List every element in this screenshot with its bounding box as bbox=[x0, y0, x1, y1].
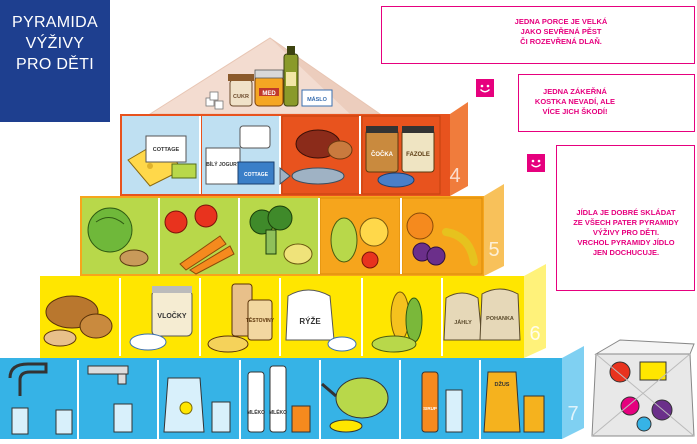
title-line-1: PYRAMIDA bbox=[12, 14, 98, 31]
callout-chocolate-text: JEDNA ZÁKEŘNÁ KOSTKA NEVADÍ, ALE VÍCE JI… bbox=[525, 87, 625, 117]
oranges-grapes-icon bbox=[406, 212, 478, 266]
cabbage-icon bbox=[87, 207, 149, 267]
pears-apples-icon bbox=[330, 217, 389, 269]
tier-4: 4 COTTAGE BÍLÝ JOGURT COTTAGE bbox=[120, 102, 468, 196]
millet-label: JÁHLY bbox=[454, 319, 472, 326]
lentils-label: ČOČKA bbox=[371, 151, 394, 158]
callout-3-line-3: VÝŽIVY PRO DĚTI. bbox=[592, 228, 660, 237]
faucet-icon bbox=[8, 362, 73, 435]
callout-2-line-2: KOSTKA NEVADÍ, ALE bbox=[534, 97, 616, 106]
callout-chocolate: JEDNA ZÁKEŘNÁ KOSTKA NEVADÍ, ALE VÍCE JI… bbox=[518, 74, 695, 132]
junk-food-box-icon bbox=[591, 339, 695, 437]
callout-combine-meals-text: JÍDLA JE DOBRÉ SKLÁDAT ZE VŠECH PATER PY… bbox=[561, 208, 691, 258]
callout-portion-size: JEDNA PORCE JE VELKÁ JAKO SEVŘENÁ PĚST Č… bbox=[381, 6, 695, 64]
sugar-jar-icon: CUKR bbox=[228, 74, 254, 107]
callout-portion-size-text: JEDNA PORCE JE VELKÁ JAKO SEVŘENÁ PĚST Č… bbox=[502, 17, 620, 47]
butter-label: MÁSLO bbox=[307, 96, 328, 103]
rice-sack-icon: RÝŽE bbox=[285, 289, 357, 352]
milk-label-2: MLÉKO bbox=[269, 408, 287, 416]
oil-bottle-icon bbox=[283, 46, 299, 107]
milk-label-1: MLÉKO bbox=[247, 408, 265, 416]
pasta-jar-icon: TĚSTOVINY bbox=[207, 283, 275, 353]
title-line-2: VÝŽIVY bbox=[25, 35, 85, 52]
callout-1-line-2: JAKO SEVŘENÁ PĚST bbox=[520, 27, 602, 36]
millet-buckwheat-sacks-icon: JÁHLY POHANKA bbox=[443, 288, 521, 341]
tier-4-number: 4 bbox=[449, 165, 460, 187]
callout-2-line-3: VÍCE JICH ŠKODÍ! bbox=[542, 107, 608, 116]
title-line-3: PRO DĚTI bbox=[16, 56, 94, 73]
juice-pitcher-icon: DŽUS bbox=[483, 371, 545, 433]
syrup-bottle-icon: SIRUP bbox=[421, 371, 463, 433]
carrots-tomatoes-icon bbox=[164, 204, 235, 275]
callout-3-line-2: ZE VŠECH PATER PYRAMIDY bbox=[573, 218, 679, 227]
callout-1-line-1: JEDNA PORCE JE VELKÁ bbox=[514, 17, 608, 26]
corn-grains-icon bbox=[371, 291, 423, 353]
smiley-face-icon bbox=[476, 79, 494, 97]
tier-7-number: 7 bbox=[567, 403, 578, 425]
callout-2-line-1: JEDNA ZÁKEŘNÁ bbox=[543, 87, 607, 96]
callout-3-line-4: VRCHOL PYRAMIDY JÍDLO bbox=[577, 238, 675, 247]
buckwheat-label: POHANKA bbox=[486, 316, 514, 322]
meat-fish-icon bbox=[279, 129, 353, 186]
oats-label: VLOČKY bbox=[157, 311, 187, 320]
broccoli-icon bbox=[249, 205, 313, 265]
cottage-label-2: COTTAGE bbox=[244, 172, 269, 178]
cottage-label-1: COTTAGE bbox=[153, 147, 180, 153]
callout-combine-meals: JÍDLA JE DOBRÉ SKLÁDAT ZE VŠECH PATER PY… bbox=[556, 145, 695, 291]
yogurt-label: BÍLÝ JOGURT bbox=[206, 160, 240, 168]
bread-loaf-icon bbox=[43, 295, 113, 347]
tier-6: 6 VLOČKY TĚSTOVINY RÝŽE bbox=[40, 264, 546, 358]
tier-5-number: 5 bbox=[488, 239, 499, 261]
syrup-label: SIRUP bbox=[423, 406, 437, 411]
callout-3-line-1: JÍDLA JE DOBRÉ SKLÁDAT bbox=[576, 208, 676, 217]
honey-jar-icon: MED bbox=[254, 69, 284, 107]
oats-jar-icon: VLOČKY bbox=[129, 286, 193, 351]
sugar-label: CUKR bbox=[233, 94, 249, 100]
tier-6-number: 6 bbox=[529, 323, 540, 345]
butter-icon: MÁSLO bbox=[301, 89, 333, 107]
tap-icon bbox=[87, 365, 133, 433]
beans-label: FAZOLE bbox=[406, 152, 430, 158]
tier-7: 7 MLÉKO MLÉKO bbox=[0, 346, 584, 439]
callout-3-line-5: JEN DOCHUCUJE. bbox=[592, 248, 660, 257]
yogurt-icon: BÍLÝ JOGURT COTTAGE bbox=[205, 125, 275, 185]
juice-label: DŽUS bbox=[495, 380, 510, 388]
smiley-face-icon bbox=[527, 154, 545, 172]
callout-1-line-3: ČI ROZEVŘENÁ DLAŇ. bbox=[520, 37, 602, 46]
rice-label: RÝŽE bbox=[299, 317, 321, 326]
tier-top: MED CUKR MÁSLO bbox=[148, 37, 382, 115]
teapot-icon bbox=[321, 377, 389, 433]
honey-label: MED bbox=[262, 91, 276, 97]
cheese-icon: COTTAGE bbox=[127, 135, 197, 187]
pasta-label: TĚSTOVINY bbox=[246, 316, 275, 324]
sugar-cubes-icon bbox=[205, 91, 224, 110]
milk-bottles-icon: MLÉKO MLÉKO bbox=[247, 365, 311, 433]
lemon-water-pitcher-icon bbox=[163, 377, 231, 433]
legumes-jars-icon: ČOČKA FAZOLE bbox=[365, 126, 435, 188]
pyramid-title: PYRAMIDA VÝŽIVY PRO DĚTI bbox=[0, 0, 110, 122]
tier-5: 5 bbox=[80, 184, 504, 276]
